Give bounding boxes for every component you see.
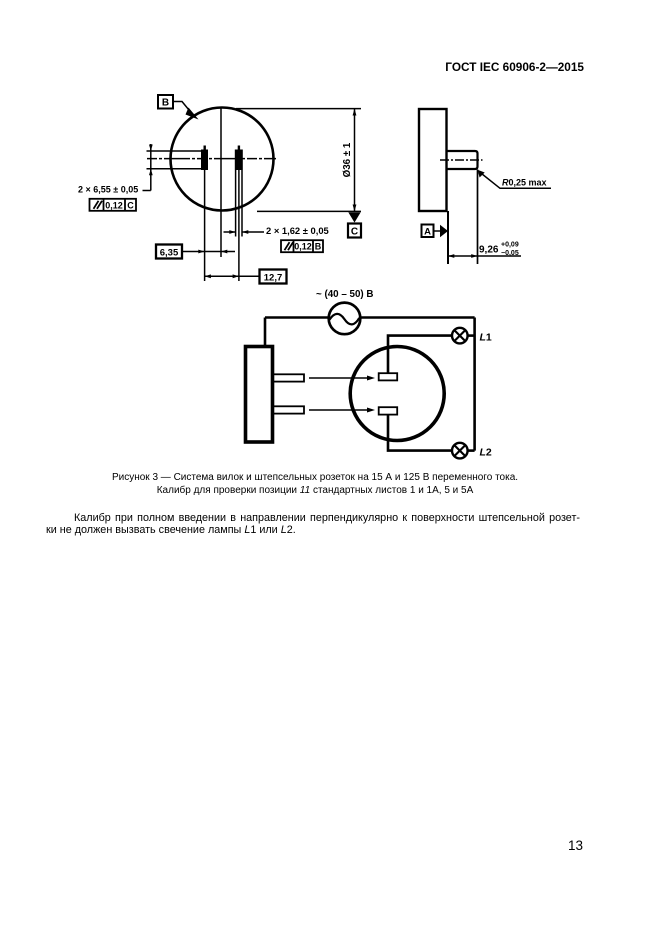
svg-text:0,12: 0,12: [294, 242, 312, 252]
svg-text:B: B: [162, 98, 169, 109]
svg-text:A: A: [424, 227, 431, 238]
svg-text:0,12: 0,12: [105, 200, 123, 210]
svg-text:~ (40 – 50) В: ~ (40 – 50) В: [316, 289, 373, 300]
svg-text:C: C: [127, 200, 134, 210]
svg-text:9,26: 9,26: [479, 245, 499, 256]
svg-text:B: B: [315, 242, 322, 252]
svg-text:Ø36 ± 1: Ø36 ± 1: [342, 142, 353, 177]
svg-text:R0,25 max: R0,25 max: [502, 178, 547, 188]
svg-text:L1: L1: [480, 331, 492, 343]
svg-text:C: C: [351, 227, 358, 238]
svg-text:2 × 1,62 ± 0,05: 2 × 1,62 ± 0,05: [266, 225, 329, 236]
svg-text:L2: L2: [480, 446, 492, 458]
svg-text:+0,09: +0,09: [501, 242, 519, 249]
svg-text:−0,05: −0,05: [501, 250, 519, 257]
svg-text:6,35: 6,35: [160, 248, 179, 259]
svg-text:2 × 6,55 ± 0,05: 2 × 6,55 ± 0,05: [78, 185, 138, 195]
svg-text:12,7: 12,7: [264, 273, 283, 284]
